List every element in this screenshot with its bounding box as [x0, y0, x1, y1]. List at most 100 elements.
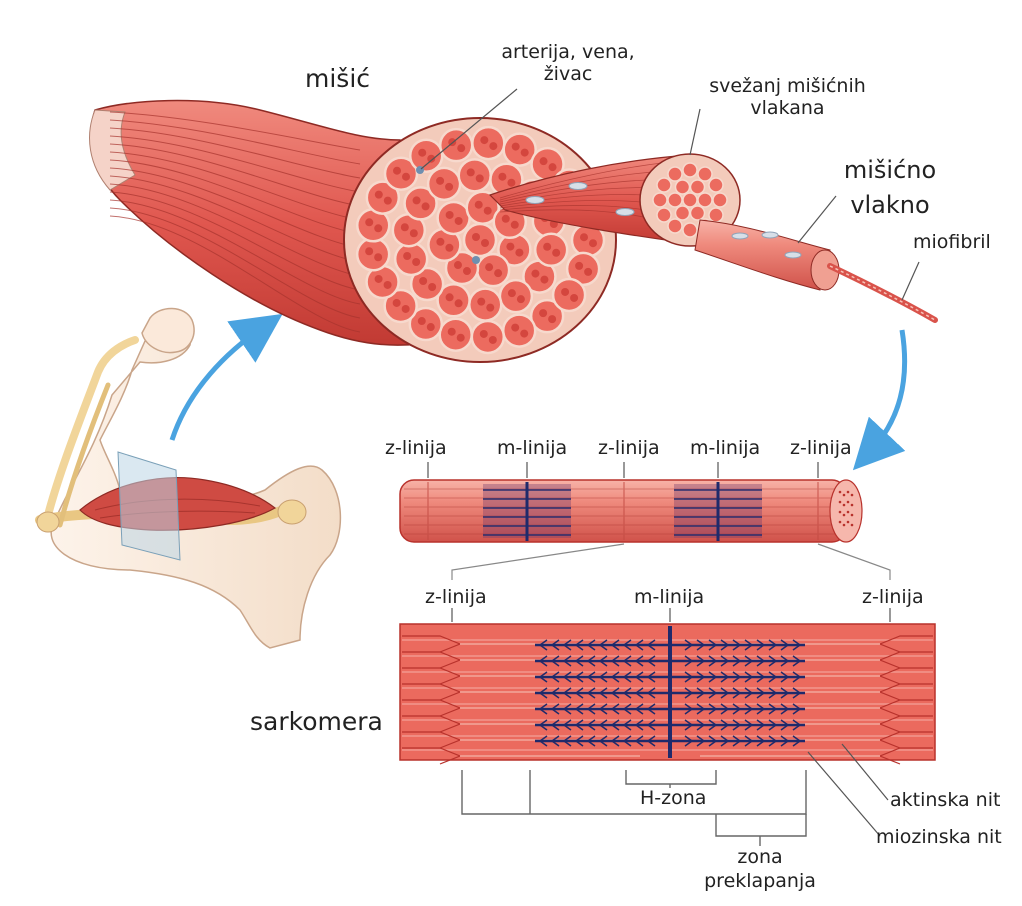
fiber — [683, 193, 697, 207]
fiber-dot — [436, 238, 444, 246]
fiber-dot — [384, 281, 392, 289]
fascicle — [477, 254, 509, 286]
fiber — [668, 219, 682, 233]
fiber — [668, 167, 682, 181]
fiber-dot — [549, 163, 557, 171]
label-sarkomera: sarkomera — [250, 708, 383, 737]
fiber-dot — [552, 249, 560, 257]
fiber-dot — [498, 173, 506, 181]
fiber — [676, 180, 690, 194]
fascicle — [459, 159, 491, 191]
label-vlakno-line2: vlakno — [830, 188, 950, 223]
bottom-brackets — [462, 770, 806, 846]
cross-section-plane — [118, 452, 180, 560]
label-arterija-line1: arterija, vena, — [488, 42, 648, 64]
fiber-dot — [477, 298, 485, 306]
fiber-dot — [517, 295, 525, 303]
fiber-nucleus — [762, 232, 778, 238]
fiber — [698, 167, 712, 181]
fiber — [709, 178, 723, 192]
elbow-joint — [37, 512, 59, 532]
fiber-dot — [454, 261, 462, 269]
label-miofibril: miofibril — [913, 232, 991, 254]
fiber-dot — [402, 173, 410, 181]
fiber-dot — [476, 174, 484, 182]
fiber-dot — [457, 144, 465, 152]
myofibril-end-cap — [830, 480, 862, 542]
cap-dot — [843, 504, 846, 507]
muscle-fiber — [695, 220, 830, 290]
fiber — [657, 208, 671, 222]
fiber-dot — [540, 157, 548, 165]
fiber-nucleus-3 — [732, 233, 748, 239]
fiber-dot — [520, 330, 528, 338]
fascicle — [472, 321, 504, 353]
cap-dot — [847, 491, 850, 494]
fiber-dot — [489, 142, 497, 150]
fiber-dot — [480, 330, 488, 338]
sarcomere-detail — [400, 624, 935, 764]
fiber-dot — [589, 239, 597, 247]
fiber-dot — [393, 299, 401, 307]
fiber-dot — [584, 268, 592, 276]
fiber-dot — [561, 288, 569, 296]
fiber-dot — [515, 249, 523, 257]
label-z-linija-cyl-2: z-linija — [598, 438, 660, 460]
nucleus — [569, 183, 587, 190]
label-z-linija-cyl-3: z-linija — [790, 438, 852, 460]
fiber-dot — [375, 191, 383, 199]
fiber-dot — [375, 275, 383, 283]
fiber-dot — [570, 294, 578, 302]
fascicle — [553, 279, 585, 311]
fascicle — [357, 238, 389, 270]
fiber — [691, 206, 705, 220]
fiber-dot — [365, 247, 373, 255]
fiber-dot — [480, 136, 488, 144]
label-zona-line2: preklapanja — [690, 870, 830, 894]
myofibril-cylinder — [400, 480, 862, 542]
fiber — [676, 206, 690, 220]
label-m-linija-cyl-2: m-linija — [690, 438, 760, 460]
fiber-dot — [393, 167, 401, 175]
label-arterija-line2: živac — [488, 64, 648, 86]
fiber-dot — [463, 267, 471, 275]
label-vlakno-line1: mišićno — [830, 153, 950, 188]
cap-dot — [847, 511, 850, 514]
cap-dot — [847, 501, 850, 504]
cap-dot — [851, 494, 854, 497]
label-zona-preklapanja: zona preklapanja — [690, 846, 830, 894]
cap-dot — [839, 521, 842, 524]
label-z-linija-sarc-1: z-linija — [425, 587, 487, 609]
fiber-dot — [419, 277, 427, 285]
fascicle — [469, 289, 501, 321]
fiber — [709, 208, 723, 222]
fiber-dot — [436, 177, 444, 185]
cylinder-ticks — [428, 462, 818, 478]
label-z-linija-cyl-1: z-linija — [385, 438, 447, 460]
label-arterija-vena-zivac: arterija, vena, živac — [488, 42, 648, 86]
fiber-dot — [446, 293, 454, 301]
fiber-dot — [384, 197, 392, 205]
fiber-dot — [422, 202, 430, 210]
fascicle — [464, 224, 496, 256]
fascicle — [428, 168, 460, 200]
label-misicno-vlakno: mišićno vlakno — [830, 153, 950, 223]
fiber-dot — [521, 149, 529, 157]
fiber — [657, 178, 671, 192]
fiber-dot — [445, 244, 453, 252]
fiber-dot — [455, 299, 463, 307]
fiber-dot — [446, 211, 454, 219]
fiber-dot — [455, 217, 463, 225]
label-h-zona: H-zona — [638, 788, 708, 810]
fiber-dot — [475, 201, 483, 209]
label-m-linija-cyl-1: m-linija — [497, 438, 567, 460]
nucleus-3 — [526, 197, 544, 204]
fiber-dot — [494, 269, 502, 277]
fiber — [698, 193, 712, 207]
fiber-dot — [540, 276, 548, 284]
cap-dot — [847, 521, 850, 524]
nucleus-2 — [616, 209, 634, 216]
fiber-dot — [543, 243, 551, 251]
myofibril-strand — [830, 266, 935, 320]
fiber-dot — [539, 309, 547, 317]
